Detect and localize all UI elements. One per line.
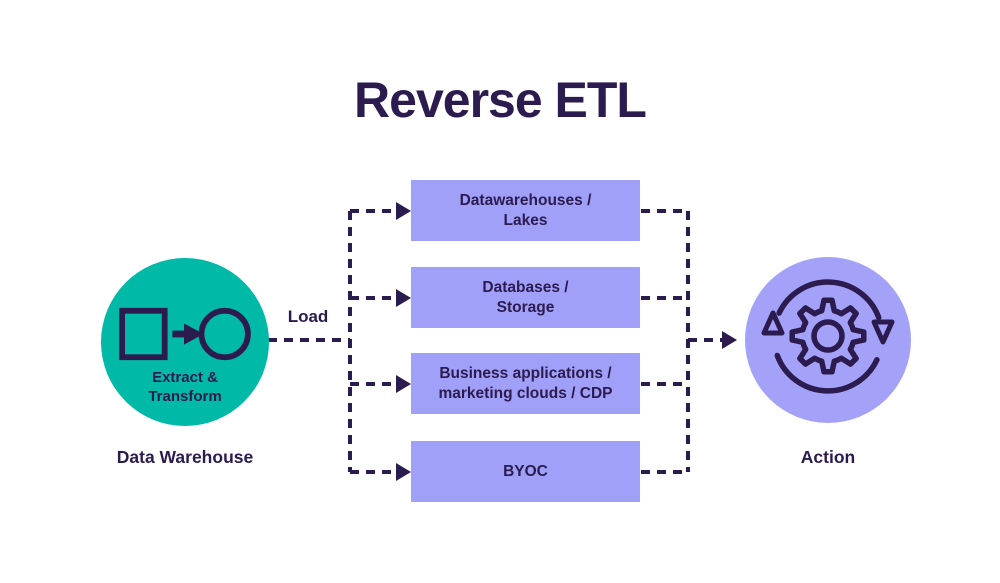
- destination-box-label: BYOC: [503, 462, 548, 480]
- arrowhead-icon: [396, 375, 411, 393]
- dashed-flow-lines: [268, 209, 722, 474]
- extract-transform-icon: [119, 307, 251, 360]
- gear-hub-icon: [811, 319, 845, 353]
- action-node: [745, 257, 911, 423]
- destination-box-byoc: BYOC: [411, 441, 640, 502]
- sync-up-arrow-icon: [761, 310, 785, 336]
- square-shape-icon: [119, 307, 168, 360]
- gear-icon: [789, 297, 867, 375]
- action-caption: Action: [800, 447, 856, 467]
- arrowhead-icon: [722, 331, 737, 349]
- sync-top-arc-icon: [776, 279, 882, 321]
- circle-shape-icon: [198, 307, 251, 360]
- arrowhead-icon: [396, 289, 411, 307]
- sync-bottom-arc-icon: [774, 352, 880, 394]
- sync-down-arrow-icon: [871, 319, 895, 345]
- arrowhead-icon: [396, 463, 411, 481]
- arrowhead-icon: [396, 202, 411, 220]
- gear-sync-icon: [761, 279, 895, 394]
- source-node-label: Extract & Transform: [148, 368, 222, 405]
- destination-box-label: Databases / Storage: [482, 279, 569, 316]
- destination-box-label: Business applications / marketing clouds…: [438, 365, 613, 402]
- destination-box-business-apps-cdp: Business applications / marketing clouds…: [411, 353, 640, 414]
- diagram-title: Reverse ETL: [354, 72, 647, 128]
- arrow-head-icon: [184, 323, 204, 345]
- source-caption: Data Warehouse: [116, 447, 254, 467]
- destination-box-datawarehouses-lakes: Datawarehouses / Lakes: [411, 180, 640, 241]
- destination-box-label: Datawarehouses / Lakes: [459, 192, 592, 229]
- load-label: Load: [287, 307, 329, 326]
- destination-box-databases-storage: Databases / Storage: [411, 267, 640, 328]
- source-node: Extract & Transform: [101, 258, 269, 426]
- arrowhead-icons: [396, 202, 737, 481]
